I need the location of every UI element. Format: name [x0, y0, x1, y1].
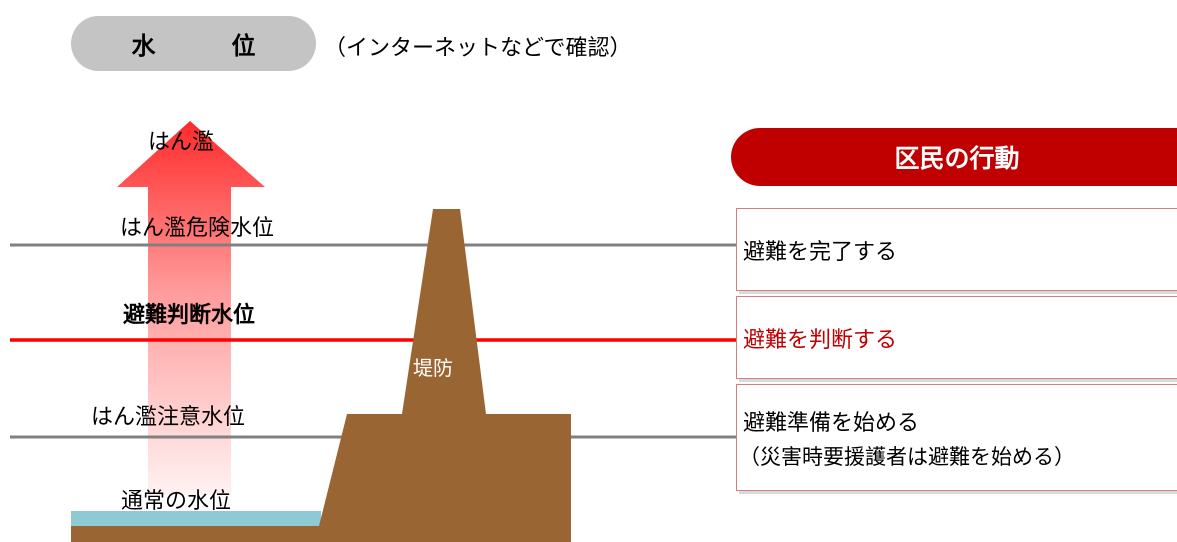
action-complete-text: 避難を完了する — [743, 239, 898, 265]
action-judge-box: 避難を判断する — [736, 296, 1177, 379]
action-complete-box: 避難を完了する — [736, 208, 1177, 291]
caution-level-label: はん濫注意水位 — [91, 405, 246, 430]
evacuation-level-label: 避難判断水位 — [123, 303, 256, 328]
action-prepare-box: 避難準備を始める （災害時要援護者は避難を始める） — [736, 384, 1177, 491]
water-level-subtitle: （インターネットなどで確認） — [324, 36, 632, 61]
rising-arrow — [117, 121, 265, 495]
normal-water — [71, 511, 321, 526]
normal-level-label: 通常の水位 — [121, 489, 232, 514]
flood-label: はん濫 — [148, 130, 215, 155]
levee-label: 堤防 — [413, 356, 453, 380]
water-level-pill: 水 位 — [71, 16, 316, 71]
action-judge-text: 避難を判断する — [743, 327, 898, 353]
levee — [71, 209, 571, 542]
resident-action-header: 区民の行動 — [731, 128, 1177, 186]
danger-level-label: はん濫危険水位 — [120, 216, 275, 241]
action-prepare-text: 避難準備を始める — [743, 410, 920, 436]
action-prepare-note: （災害時要援護者は避難を始める） — [739, 444, 1075, 469]
resident-action-title: 区民の行動 — [894, 144, 1020, 173]
water-level-title: 水 位 — [131, 32, 282, 60]
